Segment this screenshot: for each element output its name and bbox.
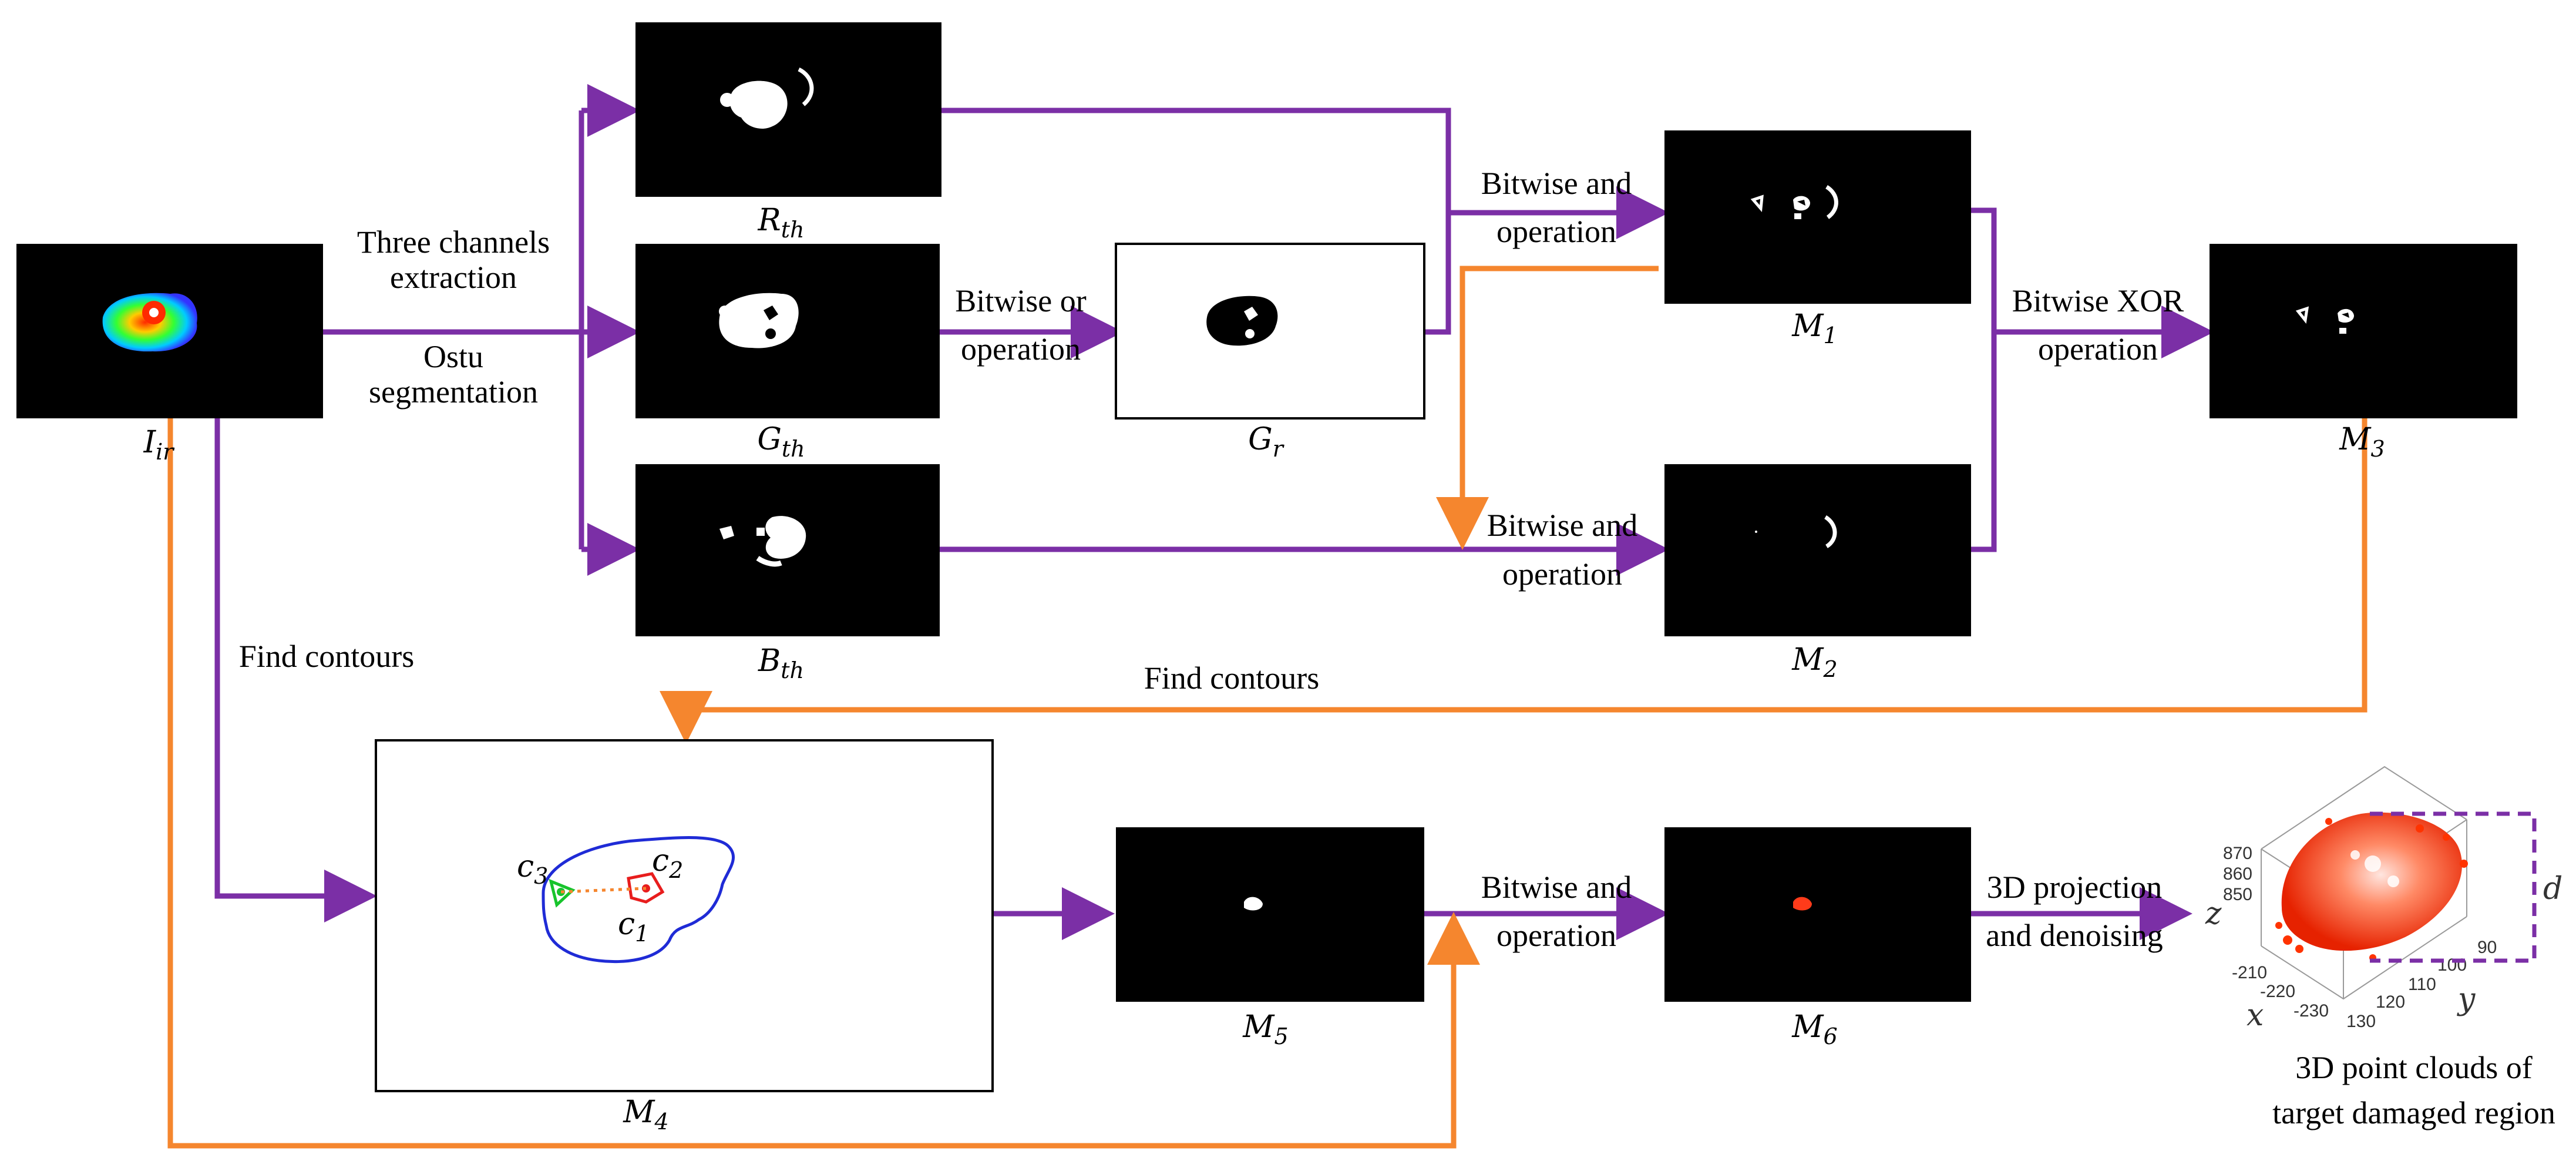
label-ostu-2: segmentation <box>369 374 538 410</box>
y-tick-130: 130 <box>2346 1012 2376 1031</box>
depth-bracket <box>2370 811 2537 963</box>
label-bitwise-and-mid-1: Bitwise and <box>1487 508 1637 543</box>
contour-c3 <box>549 878 576 908</box>
purple-connectors <box>214 84 2214 940</box>
label-find-contours-mid: Find contours <box>1144 660 1320 696</box>
caption-m6: M6 <box>1791 1009 1837 1049</box>
arrow-iir-m4 <box>214 418 377 922</box>
label-projection-1: 3D projection <box>1987 870 2162 905</box>
depth-label: d <box>2543 871 2562 907</box>
y-tick-120: 120 <box>2376 992 2405 1012</box>
caption-bth: Bth <box>758 643 804 683</box>
label-ostu-1: Ostu <box>423 339 483 374</box>
contour-outline <box>542 836 735 964</box>
caption-m3: M3 <box>2339 422 2385 462</box>
caption-m2: M2 <box>1791 642 1837 682</box>
image-m1 <box>1664 130 1971 304</box>
contour-label-c3: c3 <box>517 849 548 889</box>
y-tick-100: 100 <box>2437 955 2467 975</box>
caption-m4: M4 <box>623 1095 668 1135</box>
connector-m1-m2-xor <box>1971 207 1997 552</box>
caption-iir: Iir <box>143 425 176 465</box>
pointcloud-plot: 870 860 850 z -210 -220 -230 x 90 100 11… <box>2205 766 2562 1033</box>
image-m3 <box>2210 244 2517 418</box>
y-tick-110: 110 <box>2408 975 2436 994</box>
label-find-contours-left: Find contours <box>239 639 415 674</box>
image-m6 <box>1664 827 1971 1002</box>
caption-gr: Gr <box>1248 422 1285 462</box>
connector-rth-m1 <box>941 108 1451 213</box>
z-tick-870: 870 <box>2223 844 2252 863</box>
label-bitwise-and-mid-2: operation <box>1502 556 1622 592</box>
x-tick-230: -230 <box>2293 1001 2329 1021</box>
caption-m1: M1 <box>1791 308 1837 348</box>
operation-labels: Three channels extraction Ostu segmentat… <box>239 166 2555 1130</box>
contour-label-c1: c1 <box>618 907 649 947</box>
label-bitwise-xor-2: operation <box>2038 331 2158 367</box>
contour-label-c2: c2 <box>652 843 683 883</box>
pointcloud-blob <box>2281 812 2462 951</box>
y-axis-label: y <box>2457 982 2476 1017</box>
image-m5 <box>1116 827 1424 1002</box>
image-m4 <box>375 739 994 1092</box>
image-bth <box>635 464 940 636</box>
connector-gr-m1 <box>1424 213 1451 335</box>
label-bitwise-xor-1: Bitwise XOR <box>2012 283 2184 318</box>
y-tick-90: 90 <box>2477 938 2497 957</box>
label-bitwise-or-1: Bitwise or <box>955 283 1087 318</box>
orange-connectors <box>167 266 2368 1149</box>
label-bitwise-and-bottom-2: operation <box>1496 918 1616 953</box>
caption-gth: Gth <box>757 422 805 462</box>
label-projection-2: and denoising <box>1986 918 2163 953</box>
label-pointcloud-2: target damaged region <box>2272 1095 2555 1130</box>
z-tick-860: 860 <box>2223 864 2252 884</box>
image-iir <box>16 244 323 418</box>
arrow-m3-m4-orange <box>660 418 2368 744</box>
label-three-channels-1: Three channels <box>357 224 550 260</box>
arrow-iir-m6-orange <box>167 418 1480 1149</box>
image-gth <box>635 244 940 418</box>
label-bitwise-and-bottom-1: Bitwise and <box>1481 870 1632 905</box>
arrow-m1-m2-orange <box>1436 266 1659 550</box>
label-bitwise-and-top-2: operation <box>1496 214 1616 249</box>
label-bitwise-and-top-1: Bitwise and <box>1481 166 1632 201</box>
label-bitwise-or-2: operation <box>961 331 1081 367</box>
image-gr <box>1115 243 1425 420</box>
caption-m5: M5 <box>1242 1009 1288 1049</box>
x-axis-label: x <box>2247 998 2264 1033</box>
x-tick-210: -210 <box>2232 963 2267 982</box>
image-rth <box>635 22 941 197</box>
contour-c2 <box>627 872 665 904</box>
image-m2 <box>1664 464 1971 636</box>
label-three-channels-2: extraction <box>390 260 517 295</box>
z-tick-850: 850 <box>2223 885 2252 904</box>
x-tick-220: -220 <box>2260 982 2295 1001</box>
label-pointcloud-1: 3D point clouds of <box>2295 1050 2532 1085</box>
image-captions: Iir Rth Gth Bth Gr M1 M2 M3 M4 M5 M6 c3 … <box>143 203 2385 1135</box>
z-axis-label: z <box>2205 896 2222 931</box>
caption-rth: Rth <box>758 203 805 243</box>
distance-line <box>560 887 647 894</box>
